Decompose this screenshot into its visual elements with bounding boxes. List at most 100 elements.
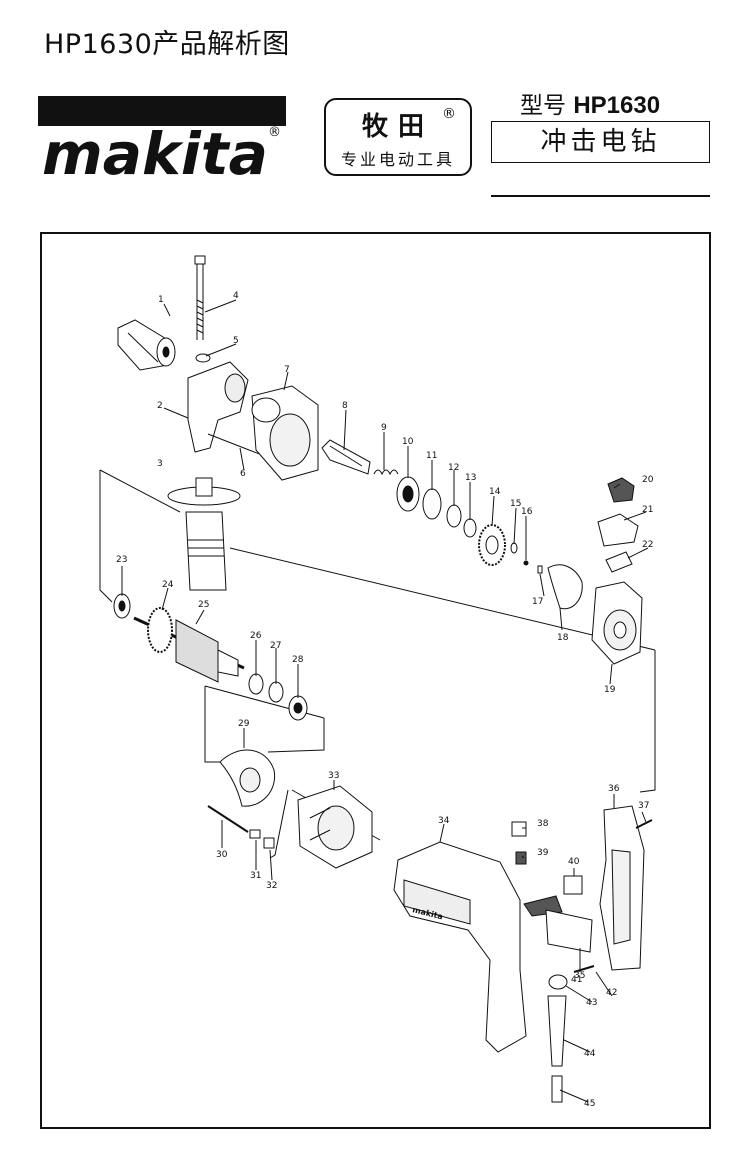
part-21: [597, 513, 639, 547]
part-number: 23: [116, 555, 127, 565]
part-number: 37: [638, 801, 649, 811]
part-spindle: [321, 439, 371, 475]
part-number: 45: [584, 1099, 595, 1109]
part-bearing-10: [396, 476, 420, 512]
part-number: 28: [292, 655, 304, 665]
part-number: 32: [266, 881, 277, 891]
part-cord-guard: [547, 995, 567, 1067]
model-label: 型号 HP1630: [520, 86, 660, 120]
makita-logo: makita ®: [38, 96, 286, 178]
brand-badge: 牧田 ® 专业电动工具: [324, 98, 472, 176]
part-number: 5: [233, 336, 239, 346]
brand-registered-mark: ®: [442, 106, 456, 122]
part-32: [263, 837, 275, 849]
part-40: [563, 875, 583, 895]
logo-registered-mark: ®: [268, 125, 281, 140]
part-number: 42: [606, 988, 617, 998]
part-16: [523, 560, 529, 566]
part-washer-11: [422, 488, 442, 520]
product-name: 冲击电钻: [491, 121, 710, 163]
part-number: 6: [240, 469, 246, 479]
part-plate: [547, 564, 583, 610]
part-number: 14: [489, 487, 501, 497]
brand-slogan: 专业电动工具: [340, 150, 455, 169]
part-39: [515, 851, 527, 865]
part-number: 10: [402, 437, 414, 447]
part-handle-half: [599, 805, 645, 971]
part-gear-housing: [251, 385, 319, 481]
part-armature: [133, 607, 245, 683]
part-26: [248, 673, 264, 695]
part-numbers: 1 2 3 4 5 6 7 8 9 10 11 12 13 14 15 16 1…: [116, 291, 654, 1109]
part-number: 43: [586, 998, 597, 1008]
part-number: 1: [158, 295, 164, 305]
part-22: [605, 551, 633, 573]
part-number: 18: [557, 633, 569, 643]
part-number: 27: [270, 641, 281, 651]
part-switch-41: [545, 909, 593, 953]
part-number: 41: [571, 975, 582, 985]
part-screw-6: [207, 433, 263, 456]
part-number: 22: [642, 540, 653, 550]
diagram-frame: [40, 232, 711, 1129]
part-27: [268, 681, 284, 703]
part-number: 35: [574, 971, 585, 981]
part-43: [548, 974, 568, 990]
part-number: 38: [537, 819, 549, 829]
part-spring: [373, 469, 399, 476]
part-side-handle: [187, 361, 249, 453]
part-bearing-13: [463, 518, 477, 538]
part-number: 31: [250, 871, 261, 881]
part-number: 20: [642, 475, 654, 485]
part-number: 17: [532, 597, 543, 607]
part-31: [249, 829, 261, 839]
part-motor-housing: makita: [393, 841, 527, 1053]
part-screw-30: [207, 805, 249, 833]
part-number: 34: [438, 816, 450, 826]
part-bearing-23: [113, 593, 131, 619]
part-number: 12: [448, 463, 459, 473]
part-number: 21: [642, 505, 653, 515]
part-number: 30: [216, 850, 228, 860]
page-title: HP1630产品解析图: [44, 29, 290, 60]
part-chuck: [117, 319, 176, 371]
part-38: [511, 821, 527, 837]
part-screw-37: [635, 819, 653, 829]
model-number: HP1630: [573, 92, 661, 119]
part-number: 8: [342, 401, 348, 411]
part-17: [537, 565, 543, 574]
part-number: 9: [381, 423, 387, 433]
part-20: [607, 477, 635, 503]
part-field: [297, 785, 373, 869]
part-number: 4: [233, 291, 239, 301]
part-number: 33: [328, 771, 339, 781]
part-baffle: [219, 749, 276, 807]
part-number: 26: [250, 631, 262, 641]
part-number: 25: [198, 600, 209, 610]
part-number: 40: [568, 857, 580, 867]
part-screw-42: [573, 965, 595, 973]
header-divider: [491, 195, 710, 197]
brand-name-cn: 牧田: [361, 112, 434, 142]
part-number: 13: [465, 473, 476, 483]
part-number: 3: [157, 459, 163, 469]
part-number: 36: [608, 784, 620, 794]
part-rod: [194, 255, 206, 340]
part-number: 44: [584, 1049, 596, 1059]
part-15: [510, 542, 518, 554]
part-number: 39: [537, 848, 549, 858]
part-gear: [478, 524, 506, 566]
part-cord: [551, 1075, 563, 1103]
part-gear-cover: [591, 581, 643, 665]
part-side-grip: [167, 477, 241, 591]
logo-wordmark: makita: [42, 120, 268, 178]
part-number: 16: [521, 507, 533, 517]
part-number: 2: [157, 401, 163, 411]
part-number: 24: [162, 580, 174, 590]
part-ring-12: [446, 504, 462, 528]
model-prefix: 型号: [520, 93, 566, 119]
part-number: 7: [284, 365, 290, 375]
part-bearing-28: [288, 695, 308, 721]
part-number: 15: [510, 499, 521, 509]
